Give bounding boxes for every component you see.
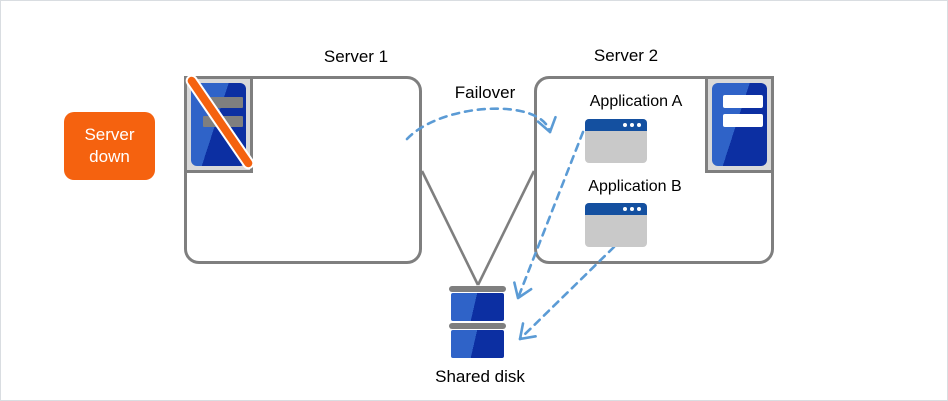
server-slot-bar (203, 97, 243, 108)
window-dot (623, 123, 627, 127)
window-dot (637, 207, 641, 211)
server1-label: Server 1 (323, 47, 389, 66)
window-titlebar (585, 119, 647, 131)
shared-disk-label: Shared disk (435, 367, 525, 386)
server-down-badge-line1: Server (84, 125, 135, 144)
server2-label: Server 2 (593, 46, 659, 65)
shared-disk-icon (449, 286, 506, 360)
failed-server-icon (183, 72, 257, 173)
window-buttons-icon (623, 207, 641, 211)
window-titlebar (585, 203, 647, 215)
failover-label: Failover (454, 83, 516, 102)
application-b-label: Application B (588, 178, 682, 195)
window-dot (637, 123, 641, 127)
window-buttons-icon (623, 123, 641, 127)
failover-arrow (405, 107, 557, 141)
application-a-window-icon (585, 119, 647, 163)
disk-cap (449, 286, 506, 292)
server2-to-disk-connector (476, 170, 536, 286)
server-chassis (712, 83, 767, 166)
window-dot (623, 207, 627, 211)
disk-unit (451, 330, 504, 358)
server-slot-bar (723, 114, 763, 127)
server-slot-bar (723, 95, 763, 108)
window-dot (630, 207, 634, 211)
application-a-label: Application A (589, 93, 683, 110)
disk-cap (449, 323, 506, 329)
server1-to-disk-connector (420, 170, 480, 286)
window-dot (630, 123, 634, 127)
active-server-icon (705, 76, 774, 173)
server-down-badge: Server down (64, 112, 155, 180)
disk-unit (451, 293, 504, 321)
server-down-badge-line2: down (89, 147, 130, 166)
application-b-window-icon (585, 203, 647, 247)
